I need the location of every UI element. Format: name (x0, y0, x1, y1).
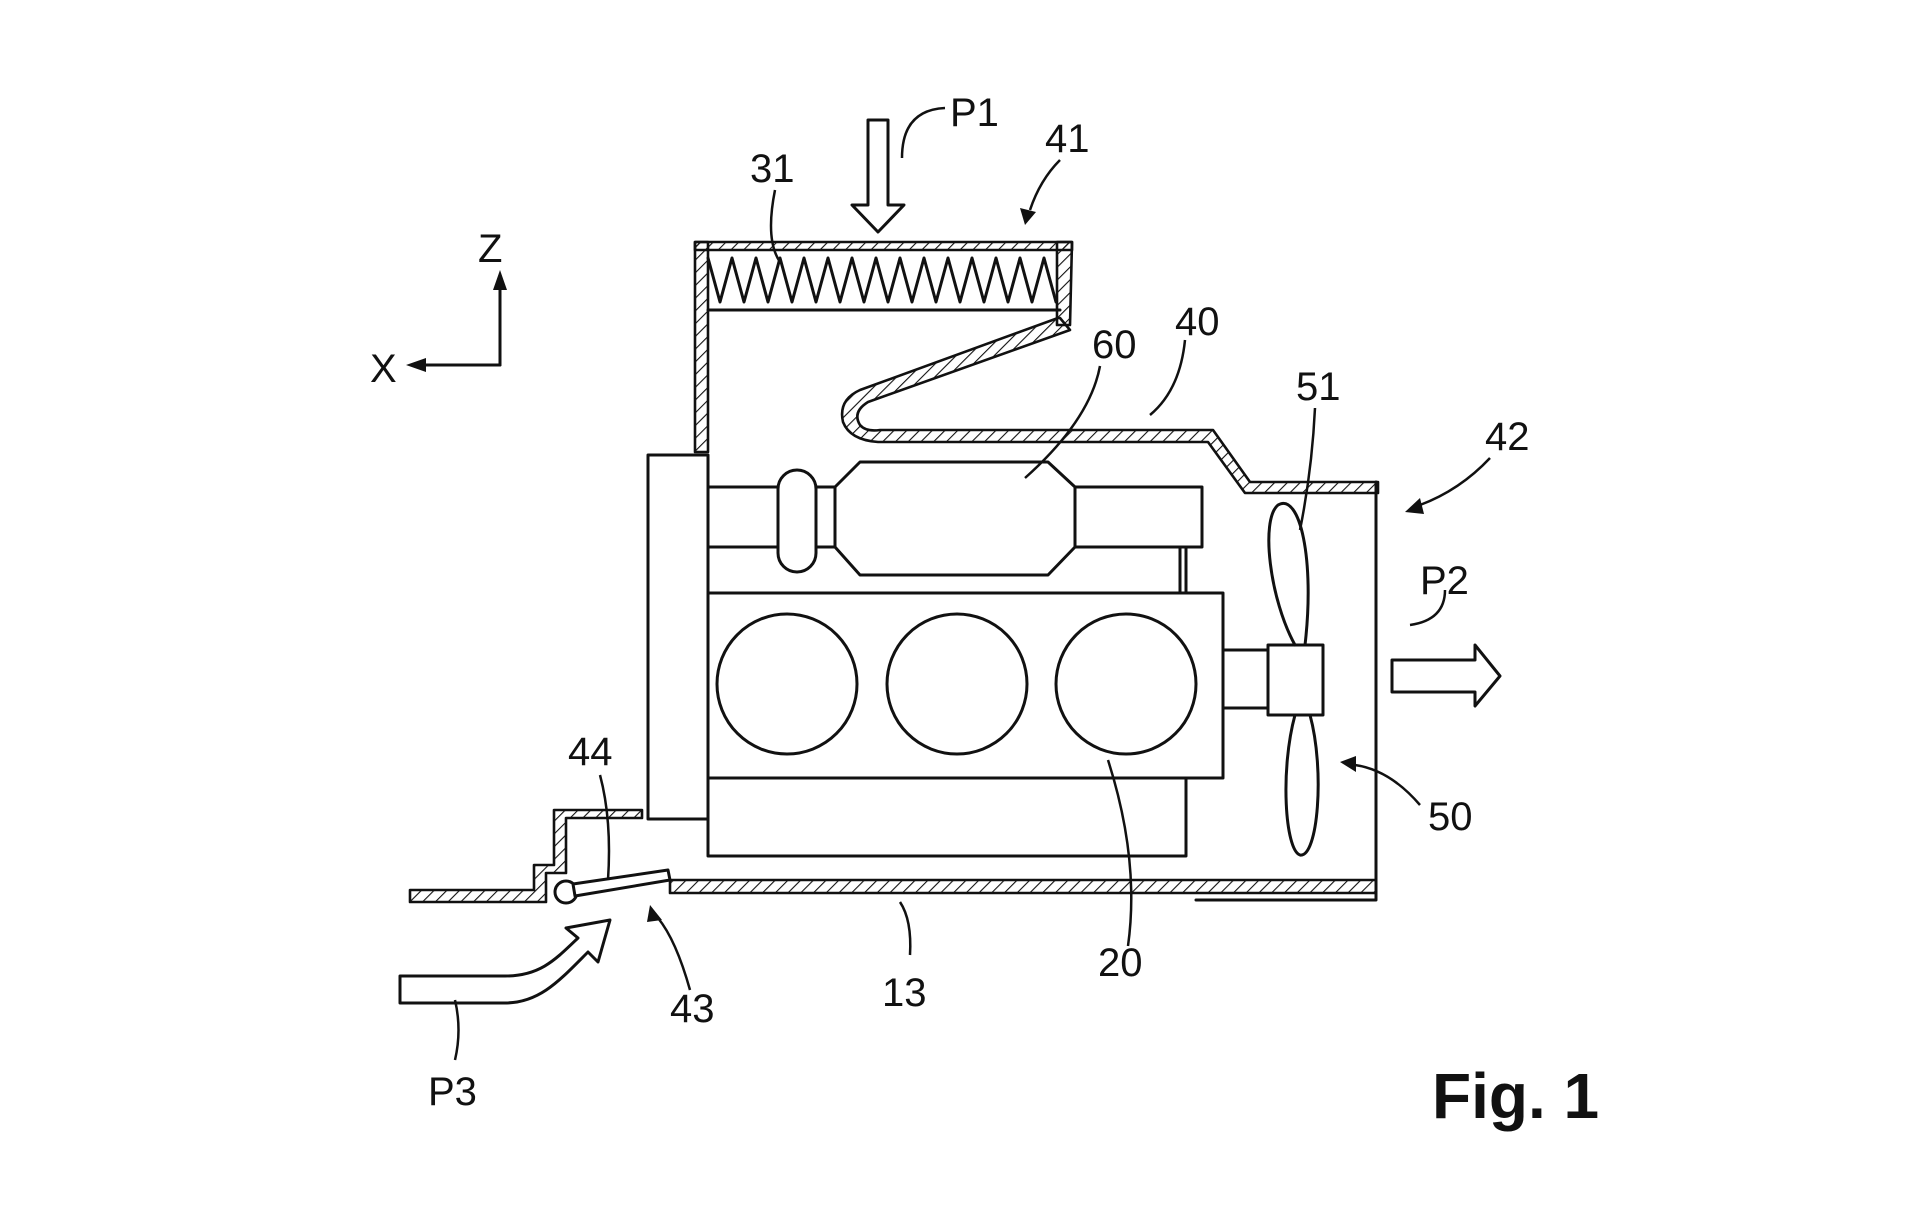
exhaust-assembly (708, 462, 1202, 593)
label-50: 50 (1428, 795, 1473, 839)
arrowhead-41 (1020, 208, 1036, 225)
arrowhead-50 (1340, 756, 1356, 772)
x-axis-label: X (370, 347, 397, 391)
leader-40 (1150, 340, 1185, 415)
leader-44 (600, 775, 609, 880)
underbody-floor (670, 880, 1376, 893)
flow-arrow-p2 (1392, 645, 1500, 706)
z-axis-label: Z (478, 227, 502, 271)
fan-shaft-hub (1223, 650, 1268, 708)
x-axis-arrowhead (406, 358, 426, 372)
leader-41 (1030, 160, 1060, 210)
label-31: 31 (750, 147, 795, 191)
label-42: 42 (1485, 415, 1530, 459)
label-41: 41 (1045, 117, 1090, 161)
leader-51 (1300, 408, 1315, 530)
leader-50 (1355, 765, 1420, 805)
z-axis-arrowhead (493, 270, 507, 290)
arrowhead-43 (647, 905, 662, 922)
leader-43 (658, 918, 690, 990)
leader-42 (1420, 458, 1490, 505)
housing-right-wall (1057, 242, 1072, 325)
label-60: 60 (1092, 323, 1137, 367)
fan-hub-block (1268, 645, 1323, 715)
label-40: 40 (1175, 300, 1220, 344)
coordinate-axes (406, 270, 507, 372)
label-p2: P2 (1420, 559, 1469, 603)
label-p1: P1 (950, 91, 999, 135)
label-20: 20 (1098, 941, 1143, 985)
leader-p3 (455, 1000, 459, 1060)
arrowhead-42 (1405, 498, 1424, 514)
fan-blade-lower (1286, 715, 1318, 855)
flow-arrow-p3 (400, 920, 610, 1003)
label-13: 13 (882, 971, 927, 1015)
engine-left-block (648, 455, 708, 819)
label-44: 44 (568, 730, 613, 774)
engine-oil-pan (708, 778, 1186, 856)
radiator-fins-zigzag (708, 258, 1056, 302)
leader-p1 (902, 108, 945, 158)
exhaust-elbow-pipe (778, 470, 816, 572)
label-43: 43 (670, 987, 715, 1031)
flow-arrow-p1 (852, 120, 904, 232)
housing-top-cover (695, 242, 1072, 250)
inlet-flap (573, 870, 670, 896)
exhaust-support (1180, 547, 1186, 593)
housing-left-wall (695, 242, 708, 452)
leader-13 (900, 902, 910, 955)
figure-label: Fig. 1 (1432, 1060, 1599, 1132)
catalytic-converter (835, 462, 1075, 575)
label-p3: P3 (428, 1070, 477, 1114)
label-51: 51 (1296, 365, 1341, 409)
